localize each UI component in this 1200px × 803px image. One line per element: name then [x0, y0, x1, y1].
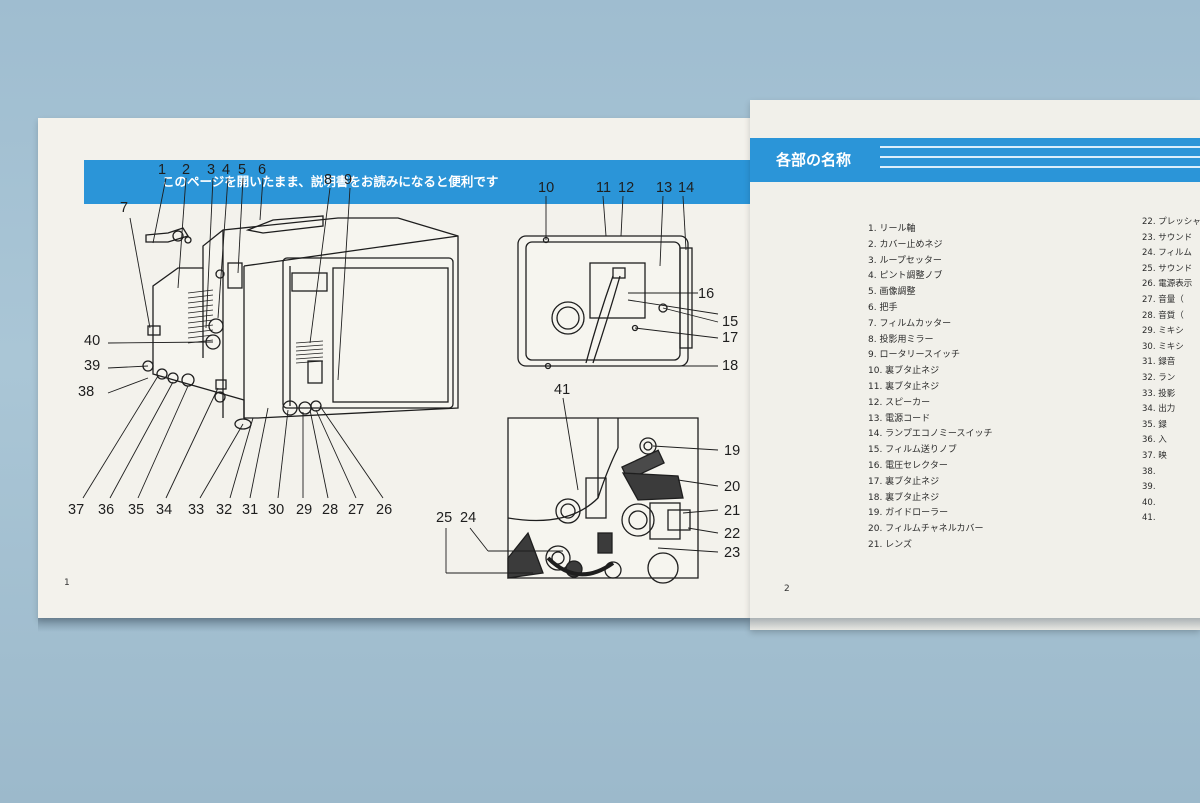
callout-25: 25: [436, 510, 453, 526]
left-page: このページを開いたまま、説明書をお読みになると便利です: [38, 118, 788, 618]
parts-list-item: 14. ランプエコノミースイッチ: [868, 429, 993, 440]
parts-list-item: 34. 出力: [1142, 404, 1176, 415]
parts-list-item: 40.: [1142, 497, 1156, 508]
parts-list-item: 35. 録: [1142, 419, 1167, 430]
projector-diagram: [82, 177, 719, 584]
parts-list-item: 31. 録音: [1142, 357, 1176, 368]
parts-list-item: 1. リール軸: [868, 224, 916, 234]
parts-list-item: 12. スピーカー: [868, 397, 931, 408]
section-title: 各部の名称: [776, 151, 852, 169]
callout-8: 8: [324, 172, 333, 188]
callout-6: 6: [258, 162, 267, 178]
callout-31: 31: [242, 502, 259, 518]
parts-list-item: 4. ピント調整ノブ: [868, 271, 943, 282]
callout-9: 9: [344, 172, 353, 188]
callout-11: 11: [596, 180, 612, 196]
banner-text: このページを開いたまま、説明書をお読みになると便利です: [162, 174, 499, 189]
banner-stripe: [880, 146, 1200, 148]
callout-37: 37: [68, 502, 85, 518]
parts-list-item: 29. ミキシ: [1142, 326, 1184, 337]
callout-41: 41: [554, 382, 571, 398]
parts-list-item: 7. フィルムカッター: [868, 318, 952, 329]
parts-list-item: 38.: [1142, 466, 1156, 477]
callout-29: 29: [296, 502, 313, 518]
callout-20: 20: [724, 479, 741, 495]
callout-13: 13: [656, 180, 673, 196]
callout-38: 38: [78, 384, 95, 400]
callout-24: 24: [460, 510, 477, 526]
parts-list-item: 9. ロータリースイッチ: [868, 350, 960, 361]
banner-stripe: [880, 156, 1200, 158]
parts-list-item: 18. 裏ブタ止ネジ: [868, 492, 940, 503]
parts-list-item: 20. フィルムチャネルカバー: [868, 524, 984, 535]
callout-26: 26: [376, 502, 393, 518]
parts-list-item: 22. プレッシャ: [1142, 217, 1200, 227]
callout-5: 5: [238, 162, 247, 178]
callout-40: 40: [84, 333, 101, 349]
parts-list: 1. リール軸 2. カバー止めネジ 3. ループセッター 4. ピント調整ノブ 5. …: [868, 222, 992, 554]
callout-17: 17: [722, 330, 739, 346]
right-page: 各部の名称 1. リール軸 2. カバー止めネジ 3. ループセッター 4. ピント調…: [750, 100, 1200, 630]
parts-list-item: 28. 音質（: [1142, 310, 1184, 321]
parts-list-item: 3. ループセッター: [868, 255, 942, 266]
parts-list-item: 16. 電圧セレクター: [868, 460, 948, 471]
callout-10: 10: [538, 180, 555, 196]
callout-35: 35: [128, 502, 145, 518]
parts-list-item: 11. 裏ブタ止ネジ: [868, 381, 940, 392]
parts-list-item: 37. 映: [1142, 450, 1167, 461]
callout-2: 2: [182, 162, 191, 178]
parts-list-item: 26. 電源表示: [1142, 279, 1193, 290]
callout-30: 30: [268, 502, 285, 518]
callout-34: 34: [156, 502, 173, 518]
parts-list-item: 23. サウンド: [1142, 232, 1193, 243]
parts-list-item: 33. 投影: [1142, 388, 1176, 399]
parts-list-item: 41.: [1142, 513, 1156, 524]
page-number-right: 2: [784, 584, 790, 594]
parts-list-item: 15. フィルム送りノブ: [868, 445, 957, 456]
parts-list-item: 21. レンズ: [868, 539, 912, 550]
callout-27: 27: [348, 502, 365, 518]
booklet-shadow: [38, 618, 1200, 632]
right-page-banner: 各部の名称: [750, 138, 1200, 182]
callout-23: 23: [724, 545, 741, 561]
callout-39: 39: [84, 358, 101, 374]
callout-36: 36: [98, 502, 115, 518]
page-number-left: 1: [64, 578, 70, 588]
parts-list-item: 30. ミキシ: [1142, 341, 1184, 352]
parts-list-item: 8. 投影用ミラー: [868, 334, 934, 345]
callout-3: 3: [207, 162, 216, 178]
callout-21: 21: [724, 503, 741, 519]
parts-list-item: 10. 裏ブタ止ネジ: [868, 366, 940, 377]
callout-16: 16: [698, 286, 715, 302]
parts-list-item: 39.: [1142, 482, 1156, 493]
callout-28: 28: [322, 502, 339, 518]
parts-list-item: 32. ラン: [1142, 372, 1176, 383]
parts-list-item: 36. 入: [1142, 435, 1167, 446]
callout-7: 7: [120, 200, 129, 216]
callout-18: 18: [722, 358, 739, 374]
banner-stripe: [880, 166, 1200, 168]
parts-list-item: 13. 電源コード: [868, 413, 931, 424]
callout-19: 19: [724, 443, 741, 459]
callout-22: 22: [724, 526, 741, 542]
callout-1: 1: [158, 162, 167, 178]
callout-32: 32: [216, 502, 233, 518]
parts-list-item: 24. フィルム: [1142, 248, 1192, 259]
left-page-banner: このページを開いたまま、説明書をお読みになると便利です: [84, 160, 788, 204]
callout-33: 33: [188, 502, 205, 518]
callout-14: 14: [678, 180, 695, 196]
parts-list-continued: 22. プレッシャ 23. サウンド 24. フィルム 25. サウンド 26. 電源表…: [1142, 215, 1200, 527]
parts-list-item: 2. カバー止めネジ: [868, 239, 943, 250]
parts-list-item: 19. ガイドローラー: [868, 508, 949, 519]
callout-4: 4: [222, 162, 231, 178]
parts-list-item: 27. 音量（: [1142, 294, 1184, 305]
parts-list-item: 5. 画像調整: [868, 287, 916, 298]
callout-12: 12: [618, 180, 635, 196]
parts-list-item: 25. サウンド: [1142, 263, 1193, 274]
parts-list-item: 17. 裏ブタ止ネジ: [868, 476, 940, 487]
parts-list-item: 6. 把手: [868, 302, 898, 313]
callout-15: 15: [722, 314, 739, 330]
